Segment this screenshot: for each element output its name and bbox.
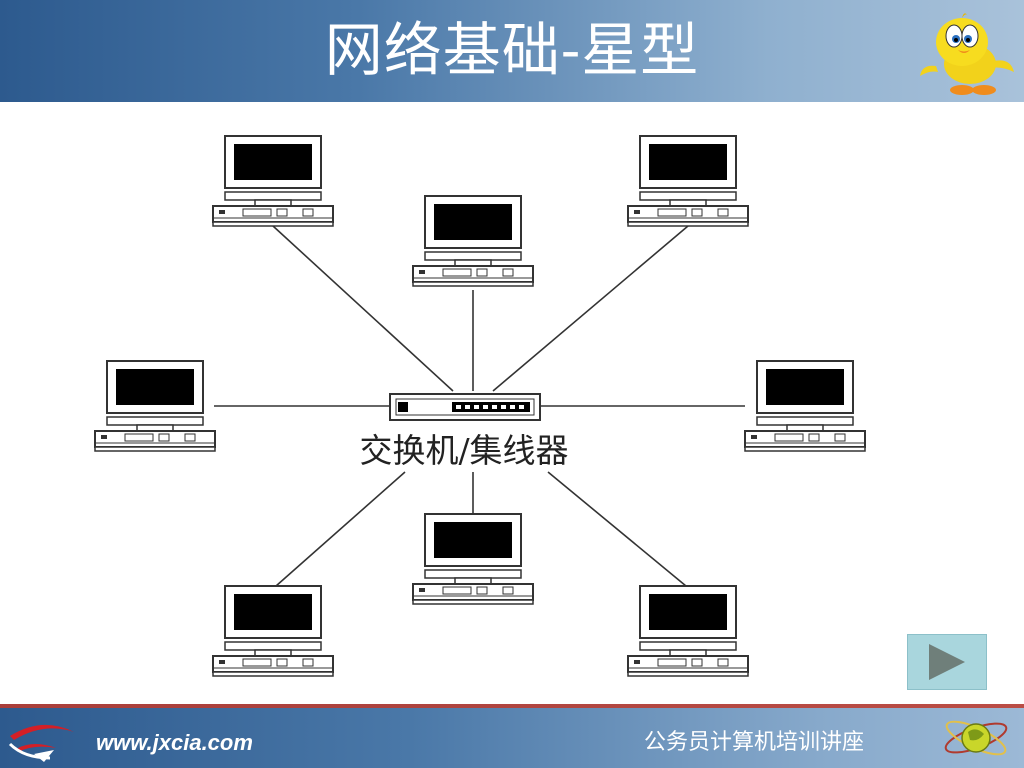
edge-bottom-right	[547, 471, 687, 587]
computer-icon	[212, 585, 334, 677]
computer-icon	[212, 135, 334, 227]
hub-label: 交换机/集线器	[359, 431, 568, 470]
edge-top-right	[492, 225, 689, 392]
slide-title: 网络基础-星型	[324, 16, 700, 84]
next-slide-button[interactable]	[907, 634, 987, 690]
computer-icon	[94, 360, 216, 452]
website-link[interactable]: www.jxcia.com	[96, 730, 253, 755]
computer-icon	[744, 360, 866, 452]
hub-switch	[389, 393, 541, 421]
footer-bar: www.jxcia.com 公务员计算机培训讲座	[0, 704, 1024, 768]
edge-group	[214, 225, 745, 587]
footer-divider	[0, 704, 1024, 708]
computer-icon	[627, 585, 749, 677]
star-topology-diagram: 交换机/集线器	[94, 135, 866, 677]
computer-icon	[412, 195, 534, 287]
red-arc-logo-icon	[8, 724, 74, 762]
tweety-bird-icon	[920, 13, 1014, 95]
computer-icon	[412, 513, 534, 605]
course-name: 公务员计算机培训讲座	[644, 730, 865, 755]
atom-globe-icon	[944, 720, 1008, 756]
computer-icon	[627, 135, 749, 227]
play-triangle-icon	[929, 644, 965, 680]
edge-bottom-left	[275, 471, 406, 587]
header-bar: 网络基础-星型	[0, 0, 1024, 102]
edge-top-left	[272, 225, 454, 392]
